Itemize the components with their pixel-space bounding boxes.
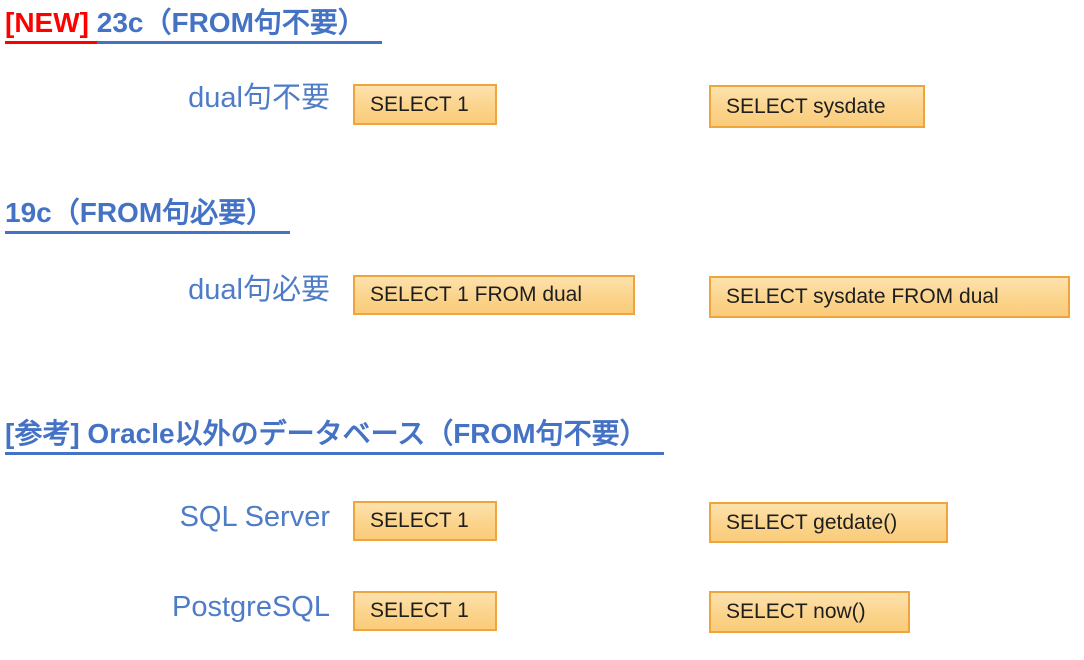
sql-box-sqlserver-select-1: SELECT 1 [353, 501, 497, 541]
row-label-postgresql: PostgreSQL [172, 591, 330, 623]
sql-text: SELECT sysdate FROM dual [726, 285, 999, 308]
sql-box-19c-select-1-from-dual: SELECT 1 FROM dual [353, 275, 635, 315]
sql-text: SELECT sysdate [726, 94, 886, 118]
sql-box-postgresql-select-now: SELECT now() [709, 591, 910, 633]
row-label-sql-server: SQL Server [179, 501, 330, 533]
sql-text: SELECT 1 [370, 599, 469, 622]
sql-box-postgresql-select-1: SELECT 1 [353, 591, 497, 631]
row-label-dual-required: dual句必要 [188, 274, 330, 306]
section-heading-other-db-text: [参考] Oracle以外のデータベース（FROM句不要） [5, 418, 664, 455]
section-heading-19c-text: 19c（FROM句必要） [5, 197, 291, 234]
section-heading-23c: [NEW] 23c（FROM句不要） [5, 6, 382, 44]
sql-text: SELECT getdate() [726, 510, 898, 534]
sql-box-23c-select-sysdate: SELECT sysdate [709, 85, 925, 128]
sql-box-19c-select-sysdate-from-dual: SELECT sysdate FROM dual [709, 276, 1070, 318]
sql-text: SELECT 1 FROM dual [370, 283, 583, 306]
sql-text: SELECT now() [726, 600, 866, 623]
sql-box-sqlserver-select-getdate: SELECT getdate() [709, 502, 948, 543]
sql-box-23c-select-1: SELECT 1 [353, 84, 497, 125]
sql-text: SELECT 1 [370, 92, 469, 116]
new-badge: [NEW] [5, 7, 97, 44]
section-heading-other-db: [参考] Oracle以外のデータベース（FROM句不要） [5, 417, 664, 455]
sql-text: SELECT 1 [370, 509, 469, 532]
section-heading-23c-text: 23c（FROM句不要） [96, 7, 382, 44]
section-heading-19c: 19c（FROM句必要） [5, 196, 291, 234]
row-label-dual-not-required: dual句不要 [188, 82, 330, 114]
